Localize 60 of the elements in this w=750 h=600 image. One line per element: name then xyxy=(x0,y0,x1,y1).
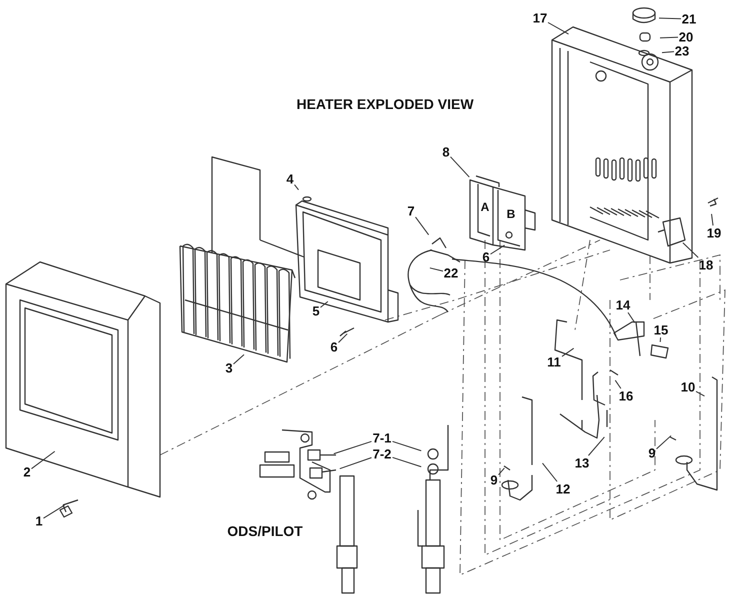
callout-number: 18 xyxy=(698,258,714,272)
leader-line xyxy=(548,22,570,35)
leader-line xyxy=(562,348,574,357)
callout-number: 3 xyxy=(224,360,234,376)
leader-line xyxy=(696,390,705,397)
leader-line xyxy=(658,18,682,20)
callout-number: 7 xyxy=(406,204,416,218)
leader-line xyxy=(660,36,678,38)
callout-number: 9 xyxy=(489,472,499,488)
callout-number: 14 xyxy=(614,298,632,312)
leader-line xyxy=(333,440,372,454)
leader-line xyxy=(682,242,699,258)
leader-line xyxy=(338,333,348,343)
callout-number: 22 xyxy=(442,266,460,280)
callout-number: 23 xyxy=(674,44,690,58)
callout-number: 8 xyxy=(441,144,451,160)
leader-line xyxy=(490,244,506,255)
leader-line xyxy=(542,462,558,482)
leader-line xyxy=(392,456,422,468)
callout-number: 7-2 xyxy=(372,446,392,462)
leader-line xyxy=(320,301,328,308)
leader-line xyxy=(711,213,714,226)
callout-number: 17 xyxy=(532,10,548,26)
leader-line xyxy=(392,440,422,452)
leader-line xyxy=(43,504,66,519)
callout-number: 1 xyxy=(34,514,44,528)
diagram-title: HEATER EXPLODED VIEW xyxy=(296,96,474,112)
callout-number: 15 xyxy=(652,322,670,338)
callout-number: 6 xyxy=(329,340,339,354)
callout-number: 7-1 xyxy=(372,430,392,446)
callout-number: 2 xyxy=(22,464,32,480)
callout-number: 21 xyxy=(680,12,698,26)
leader-line xyxy=(588,436,605,456)
callout-number: 5 xyxy=(311,304,321,318)
section-heading: ODS/PILOT xyxy=(227,523,303,539)
callout-number: 20 xyxy=(678,30,694,44)
leader-line xyxy=(628,312,636,324)
callout-number: 13 xyxy=(574,456,590,470)
callout-number: 4 xyxy=(285,172,295,186)
panel-letter: A xyxy=(480,201,490,213)
leader-line xyxy=(429,267,444,272)
leader-line xyxy=(656,435,672,450)
callout-number: 6 xyxy=(481,250,491,264)
leader-line xyxy=(233,354,244,364)
leader-line xyxy=(294,184,300,190)
leader-line xyxy=(31,450,56,470)
leader-line xyxy=(415,216,430,236)
leader-line xyxy=(614,380,622,389)
leader-line xyxy=(660,337,662,342)
leader-line xyxy=(498,468,505,476)
callout-number: 11 xyxy=(546,354,562,370)
callout-number: 9 xyxy=(647,446,657,460)
callout-number: 16 xyxy=(618,388,634,404)
leader-line xyxy=(450,156,470,178)
panel-letter: B xyxy=(506,208,516,220)
callout-number: 12 xyxy=(554,482,572,496)
callout-number: 19 xyxy=(706,226,722,240)
leader-line xyxy=(339,457,372,470)
leader-line xyxy=(661,51,674,54)
callout-number: 10 xyxy=(680,380,696,394)
